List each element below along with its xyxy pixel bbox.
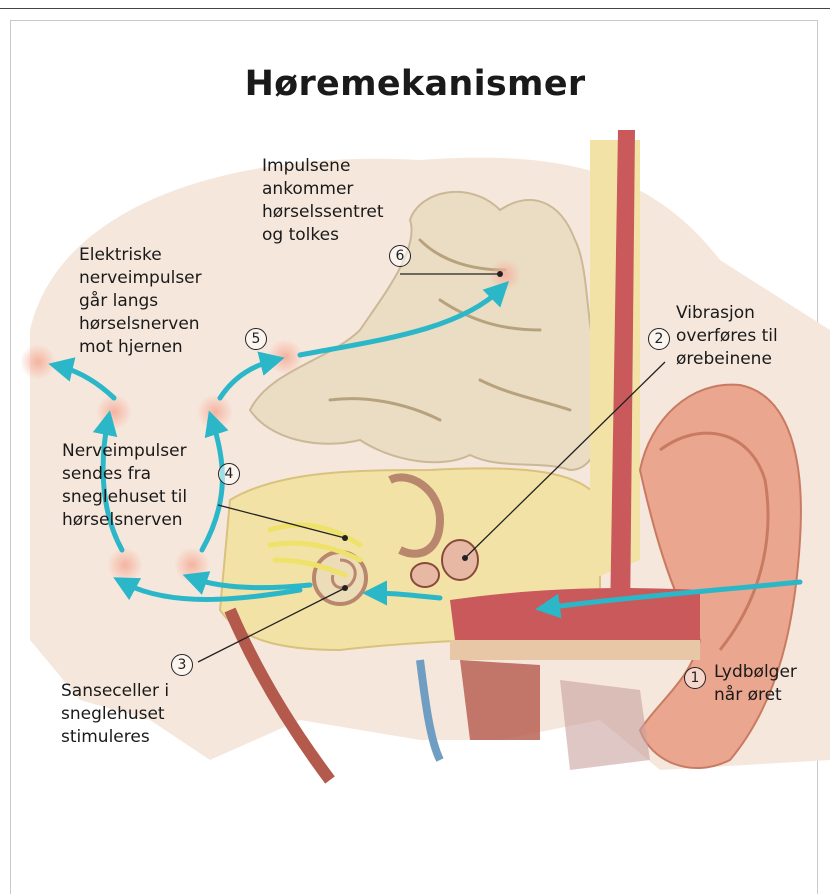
relay-spot: [20, 344, 56, 380]
step-number-5: 5: [245, 328, 267, 350]
label-step5: Elektriske nerveimpulser går langs hørse…: [79, 244, 202, 359]
step-number-4: 4: [218, 463, 240, 485]
diagram-title: Høremekanismer: [0, 64, 830, 104]
label-step1: Lydbølger når øret: [714, 661, 797, 707]
relay-spot: [267, 339, 303, 375]
relay-spot: [107, 547, 143, 583]
label-step6: Impulsene ankommer hørselssentret og tol…: [262, 155, 384, 247]
label-step4: Nerveimpulser sendes fra sneglehuset til…: [62, 440, 187, 532]
step-number-2: 2: [648, 328, 670, 350]
label-step3: Sanseceller i sneglehuset stimuleres: [61, 680, 169, 749]
ossicles: [442, 540, 478, 580]
step-number-6: 6: [389, 245, 411, 267]
relay-spot: [489, 259, 521, 291]
label-step2: Vibrasjon overføres til ørebeinene: [676, 302, 778, 371]
step-number-3: 3: [171, 654, 193, 676]
step-number-1: 1: [684, 667, 706, 689]
